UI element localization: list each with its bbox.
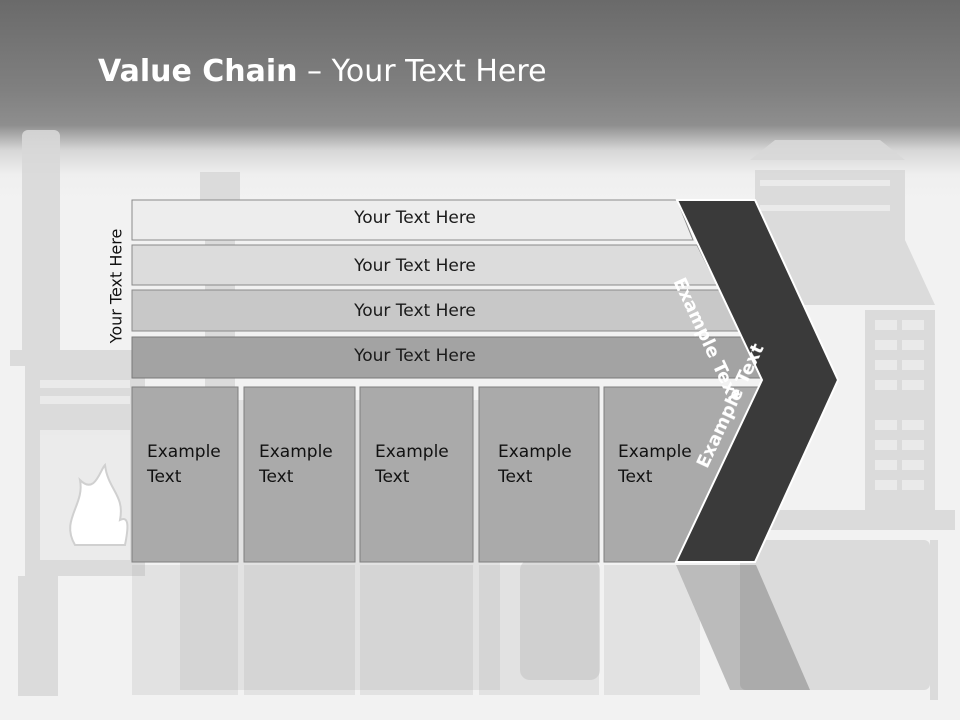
side-label-text: Your Text Here xyxy=(106,228,126,344)
column-box-2 xyxy=(243,386,356,563)
column-label-4-line1: Example xyxy=(498,442,572,462)
column-label-2-line1: Example xyxy=(259,442,333,462)
column-box-3 xyxy=(359,386,474,563)
column-label-2-line2: Text xyxy=(259,467,294,487)
title-bold: Value Chain xyxy=(98,54,298,89)
slide-title: Value Chain – Your Text Here xyxy=(98,54,547,89)
column-label-5-line2: Text xyxy=(618,467,653,487)
row-label-2: Your Text Here xyxy=(354,256,476,276)
row-label-1: Your Text Here xyxy=(354,208,476,228)
column-box-1 xyxy=(131,386,239,563)
column-box-4 xyxy=(478,386,600,563)
column-label-3-line1: Example xyxy=(375,442,449,462)
row-bar-1 xyxy=(131,199,694,241)
column-label-1-line2: Text xyxy=(147,467,182,487)
row-label-4: Your Text Here xyxy=(354,346,476,366)
column-label-1-line1: Example xyxy=(147,442,221,462)
title-rest: – Your Text Here xyxy=(297,54,547,89)
slide-header-band xyxy=(0,0,960,200)
column-label-4-line2: Text xyxy=(498,467,533,487)
column-label-3-line2: Text xyxy=(375,467,410,487)
row-label-3: Your Text Here xyxy=(354,301,476,321)
column-label-5-line1: Example xyxy=(618,442,692,462)
value-chevron xyxy=(674,199,840,563)
